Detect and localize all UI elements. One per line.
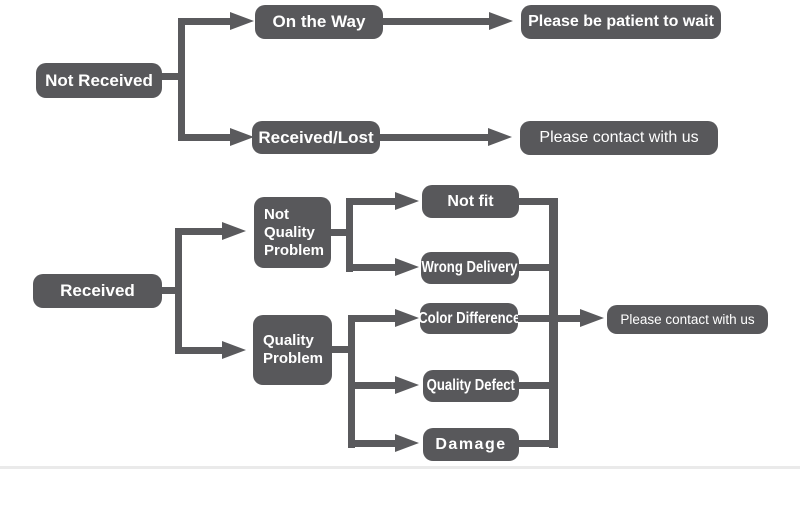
connector-line [178, 134, 230, 141]
node-received-lost: Received/Lost [252, 121, 380, 154]
connector-line [549, 198, 558, 448]
node-received: Received [33, 274, 162, 308]
arrowhead-icon [230, 12, 254, 30]
arrowhead-icon [395, 258, 419, 276]
divider [0, 466, 800, 469]
connector-line [380, 134, 490, 141]
connector-line [348, 315, 355, 448]
connector-line [175, 228, 182, 354]
connector-line [178, 18, 185, 141]
node-color-difference-label: Color Difference [417, 309, 521, 327]
connector-line [348, 440, 396, 447]
node-damage: Damage [423, 428, 519, 461]
connector-line [346, 198, 353, 272]
arrowhead-icon [580, 309, 604, 327]
connector-line [519, 264, 551, 271]
arrowhead-icon [395, 309, 419, 327]
node-wrong-delivery: Wrong Delivery [421, 252, 519, 284]
connector-line [175, 228, 224, 235]
connector-line [383, 18, 491, 25]
connector-line [348, 315, 396, 322]
arrowhead-icon [488, 128, 512, 146]
connector-line [162, 73, 182, 80]
node-be-patient: Please be patient to wait [521, 5, 721, 39]
arrowhead-icon [395, 376, 419, 394]
connector-line [162, 287, 178, 294]
connector-line [175, 347, 224, 354]
connector-line [518, 315, 580, 322]
connector-line [519, 382, 551, 389]
connector-line [519, 440, 551, 447]
node-contact-us-bottom: Please contact with us [607, 305, 768, 334]
node-quality-defect: Quality Defect [423, 370, 519, 402]
connector-line [346, 264, 396, 271]
node-not-quality-problem: Not Quality Problem [254, 197, 331, 268]
arrowhead-icon [395, 434, 419, 452]
arrowhead-icon [489, 12, 513, 30]
connector-line [348, 382, 396, 389]
connector-line [519, 198, 551, 205]
node-on-the-way: On the Way [255, 5, 383, 39]
node-not-received: Not Received [36, 63, 162, 98]
connector-line [346, 198, 396, 205]
connector-line [332, 346, 351, 353]
node-quality-problem: Quality Problem [253, 315, 332, 385]
connector-line [331, 229, 349, 236]
node-contact-us-top: Please contact with us [520, 121, 718, 155]
connector-line [178, 18, 230, 25]
arrowhead-icon [230, 128, 254, 146]
arrowhead-icon [222, 341, 246, 359]
node-color-difference: Color Difference [417, 303, 521, 334]
arrowhead-icon [395, 192, 419, 210]
node-wrong-delivery-label: Wrong Delivery [422, 259, 519, 276]
arrowhead-icon [222, 222, 246, 240]
node-quality-defect-label: Quality Defect [426, 377, 516, 394]
node-not-fit: Not fit [422, 185, 519, 218]
